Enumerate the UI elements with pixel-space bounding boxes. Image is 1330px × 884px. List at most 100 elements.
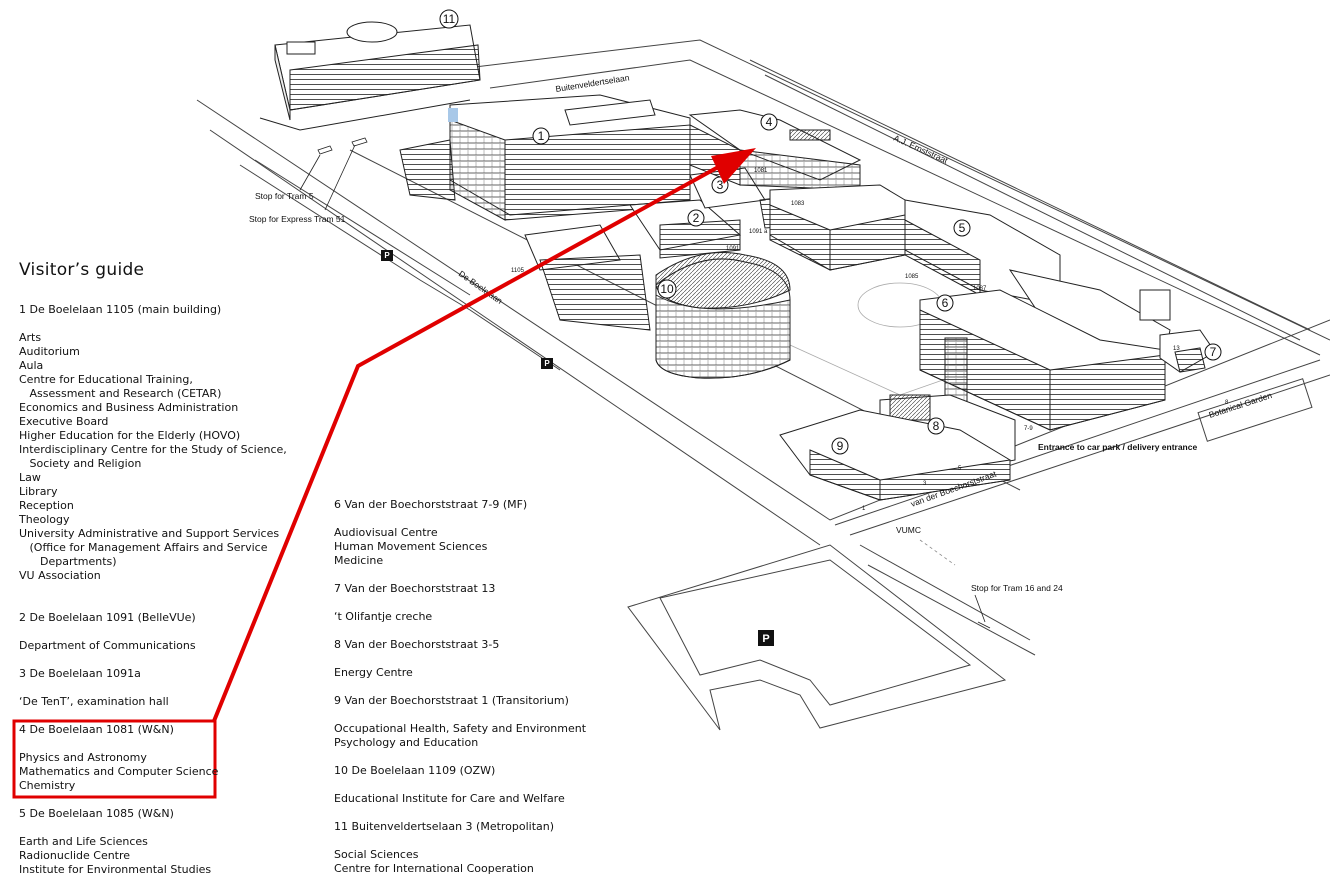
building-number-markers: 1 2 3 4 5 6 7 8 9 10 11	[439, 9, 1222, 455]
guide-section-line: VU Association	[19, 569, 101, 582]
svg-text:4: 4	[766, 115, 773, 129]
label-tram-5: Stop for Tram 5	[255, 191, 314, 201]
marker-8: 8	[927, 417, 945, 435]
parking-sign-3: P	[758, 630, 774, 646]
guide-section-line: Radionuclide Centre	[19, 849, 131, 862]
guide-section-line: Psychology and Education	[334, 736, 479, 749]
guide-section-line: ‘t Olifantje creche	[334, 610, 433, 623]
marker-1: 1	[532, 127, 550, 145]
svg-text:1091: 1091	[726, 246, 740, 252]
guide-section-heading: 5 De Boelelaan 1085 (W&N)	[19, 807, 174, 820]
guide-section-line: Reception	[19, 499, 74, 512]
svg-text:8: 8	[933, 419, 940, 433]
svg-text:8: 8	[1225, 400, 1229, 406]
guide-section-line: Social Sciences	[334, 848, 419, 861]
svg-text:P: P	[762, 633, 769, 645]
guide-section-line: Department of Communications	[19, 639, 196, 652]
guide-section-7: 7 Van der Boechorststraat 13 ‘t Olifantje…	[334, 582, 586, 624]
label-tram-16-24: Stop for Tram 16 and 24	[971, 583, 1063, 593]
label-carpark: Entrance to car park / delivery entrance	[1038, 442, 1197, 452]
svg-text:10: 10	[660, 282, 674, 296]
guide-section-line: University Administrative and Support Se…	[19, 527, 280, 540]
guide-section-10: 10 De Boelelaan 1109 (OZW)Educational In…	[334, 764, 586, 806]
svg-text:3: 3	[717, 178, 724, 192]
guide-section-heading: 7 Van der Boechorststraat 13	[334, 582, 496, 595]
building-7	[1159, 329, 1216, 373]
svg-text:1: 1	[862, 506, 866, 512]
guide-section-line: Economics and Business Administration	[19, 401, 239, 414]
guide-section-line: Executive Board	[19, 415, 109, 428]
guide-section-line: Centre for International Cooperation	[334, 862, 534, 875]
marker-7: 7	[1204, 343, 1222, 361]
guide-title: Visitor’s guide	[19, 260, 145, 280]
svg-text:5: 5	[958, 466, 962, 472]
svg-text:3: 3	[923, 481, 927, 487]
guide-section-line: Aula	[19, 359, 44, 372]
svg-text:11: 11	[443, 12, 456, 26]
guide-section-line: Energy Centre	[334, 666, 413, 679]
svg-text:6: 6	[942, 296, 949, 310]
guide-section-heading: 4 De Boelelaan 1081 (W&N)	[19, 723, 174, 736]
guide-section-line: Auditorium	[19, 345, 80, 358]
guide-section-line: Occupational Health, Safety and Environm…	[334, 722, 587, 735]
svg-text:1091 a: 1091 a	[749, 229, 768, 235]
svg-text:1081: 1081	[754, 168, 768, 174]
guide-section-6: 6 Van der Boechorststraat 7-9 (MF) Audiov…	[334, 498, 586, 568]
svg-text:2: 2	[693, 211, 700, 225]
building-2	[629, 199, 742, 259]
guide-section-heading: 1 De Boelelaan 1105 (main building)	[19, 303, 222, 316]
guide-section-line: Theology	[19, 513, 70, 526]
guide-section-line: Centre for Educational Training,	[19, 373, 193, 386]
marker-4: 4	[760, 113, 778, 131]
guide-section-9: 9 Van der Boechorststraat 1 (Transitoriu…	[334, 694, 586, 750]
guide-section-line: Interdisciplinary Centre for the Study o…	[19, 443, 287, 456]
guide-column-right: 6 Van der Boechorststraat 7-9 (MF) Audiov…	[334, 498, 586, 876]
label-express-tram-51: Stop for Express Tram 51	[249, 214, 346, 224]
guide-section-line: Physics and Astronomy	[19, 751, 147, 764]
address-labels: 1105 1091 1091 a 1081 1083 1085 10 8 7 7-9…	[511, 168, 1229, 512]
marker-9: 9	[831, 437, 849, 455]
street-aj-ernststraat: A.J. Ernststraat	[892, 133, 950, 166]
svg-text:1: 1	[538, 129, 545, 143]
guide-section-line: Medicine	[334, 554, 384, 567]
guide-section-line: Earth and Life Sciences	[19, 835, 148, 848]
guide-section-heading: 11 Buitenveldertselaan 3 (Metropolitan)	[334, 820, 555, 833]
svg-text:P: P	[544, 359, 550, 368]
guide-section-line: Assessment and Research (CETAR)	[19, 387, 222, 400]
svg-text:1085: 1085	[905, 274, 919, 280]
guide-section-line: (Office for Management Affairs and Servi…	[19, 541, 268, 554]
svg-text:7-9: 7-9	[1024, 426, 1033, 432]
marker-6: 6	[936, 294, 954, 312]
guide-section-5: 5 De Boelelaan 1085 (W&N) Earth and Life …	[19, 807, 287, 877]
building-10	[655, 252, 791, 379]
guide-section-heading: 6 Van der Boechorststraat 7-9 (MF)	[334, 498, 528, 511]
guide-section-line: Departments)	[19, 555, 117, 568]
building-5	[904, 199, 1171, 356]
guide-section-line: Arts	[19, 331, 42, 344]
svg-text:1105: 1105	[511, 268, 525, 274]
guide-section-heading: 9 Van der Boechorststraat 1 (Transitoriu…	[334, 694, 569, 707]
svg-text:1083: 1083	[791, 201, 805, 207]
parking-sign-1: P	[381, 250, 393, 261]
highlight-arrow	[212, 148, 756, 722]
roads	[196, 39, 1330, 731]
guide-section-heading: 3 De Boelelaan 1091a	[19, 667, 141, 680]
guide-section-line: Higher Education for the Elderly (HOVO)	[19, 429, 241, 442]
svg-text:P: P	[384, 251, 390, 260]
guide-section-3: 3 De Boelelaan 1091a‘De TenT’, examinati…	[19, 667, 287, 709]
building-9	[779, 409, 1011, 501]
guide-section-4: 4 De Boelelaan 1081 (W&N) Physics and Ast…	[19, 723, 287, 793]
guide-section-2: 2 De Boelelaan 1091 (BelleVUe)Department…	[19, 611, 287, 653]
guide-section-line: Educational Institute for Care and Welfa…	[334, 792, 565, 805]
building-11	[259, 21, 481, 131]
guide-section-line: Audiovisual Centre	[334, 526, 438, 539]
svg-text:7: 7	[1210, 345, 1217, 359]
marker-2: 2	[687, 209, 705, 227]
guide-section-line: Society and Religion	[19, 457, 142, 470]
svg-text:9: 9	[837, 439, 844, 453]
parking-sign-2: P	[541, 358, 553, 369]
